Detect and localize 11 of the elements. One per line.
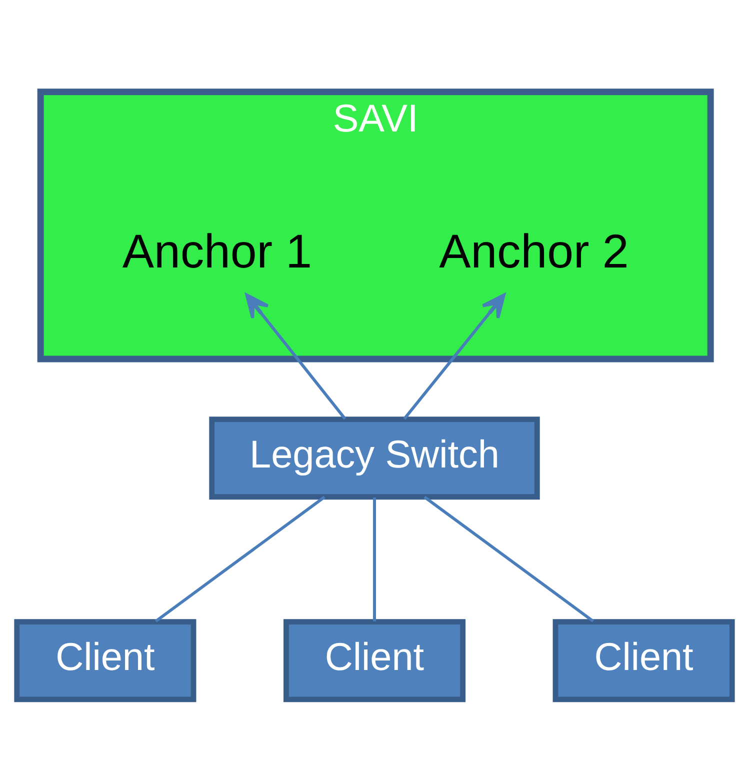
node-box: Client: [552, 618, 735, 702]
connector: [424, 495, 594, 622]
node-box: Legacy Switch: [209, 416, 540, 500]
node-text: Anchor 1: [122, 225, 312, 278]
node-box: Client: [283, 618, 466, 702]
node-box: Client: [14, 618, 196, 702]
connector: [373, 497, 376, 621]
arrow: [403, 293, 506, 420]
arrow: [245, 293, 346, 420]
connector: [154, 495, 326, 622]
node-text: Anchor 2: [439, 225, 629, 278]
